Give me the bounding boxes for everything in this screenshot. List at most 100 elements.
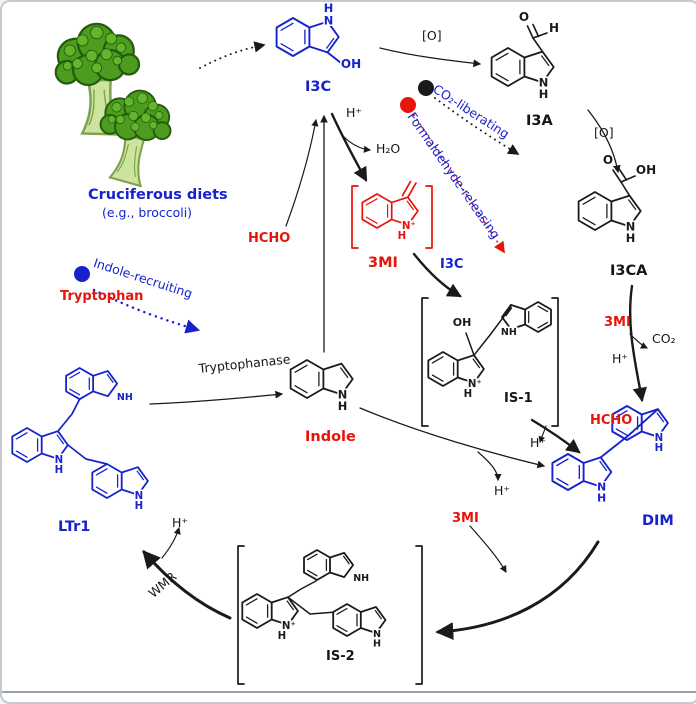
- formaldehyde-releasing-dot: [400, 97, 416, 113]
- atom-label-n: N: [655, 433, 664, 444]
- atom-label-h: H: [278, 631, 287, 642]
- double-bond: [495, 73, 509, 82]
- double-bond: [342, 555, 350, 565]
- atom-label-h: H: [549, 21, 559, 35]
- oxidation-label-1: [O]: [422, 28, 442, 43]
- bracket: [425, 185, 433, 249]
- carbonyl-double-bond: [617, 167, 628, 181]
- double-bond: [306, 569, 318, 577]
- double-bond: [340, 367, 349, 379]
- arrow-i3c-to-i3a: [379, 47, 482, 68]
- i3a-label: I3A: [526, 113, 553, 129]
- carbonyl-double-bond: [526, 25, 534, 39]
- arrow-hcho-to-i3c: [285, 118, 319, 227]
- double-bond: [365, 216, 378, 224]
- carbonyl-double-bond: [532, 23, 540, 38]
- cruciferous-diets-label: Cruciferous diets: [88, 187, 228, 203]
- double-bond: [336, 625, 348, 633]
- arrow-broccoli-to-i3c: [199, 41, 266, 69]
- atom-label-o: O: [519, 10, 529, 24]
- double-bond: [95, 486, 108, 494]
- double-bond: [15, 432, 28, 440]
- double-bond: [582, 217, 596, 226]
- atom-label-n: N: [324, 14, 334, 28]
- broccoli-floret-texture: [100, 48, 113, 61]
- stalk-line: [88, 89, 95, 126]
- double-bond: [505, 307, 513, 317]
- arrow-indole-recruiting: [92, 288, 201, 334]
- double-bond: [495, 52, 509, 61]
- ch2-link: [57, 398, 81, 433]
- broccoli-floret-texture: [105, 32, 118, 45]
- atom-label-h: H: [539, 87, 549, 101]
- pyrrole-ring: [329, 552, 354, 578]
- ch2oh-bond: [326, 51, 342, 64]
- structure-3mi: N⁺H: [351, 180, 433, 249]
- arrow-tryptophanase: [149, 390, 284, 405]
- pyrrole-ring: [610, 194, 642, 228]
- pyrrole-ring: [322, 362, 354, 396]
- double-bond: [69, 388, 81, 396]
- pyrrole-ring: [270, 596, 299, 626]
- broccoli-floret-texture: [147, 100, 158, 112]
- broccoli-floret-texture: [71, 58, 83, 70]
- h2o-label: H₂O: [376, 141, 401, 156]
- double-bond: [406, 200, 414, 211]
- methylene-double-bond: [401, 180, 412, 197]
- arrow-3mi-to-is1: [412, 252, 462, 298]
- double-bond: [136, 470, 145, 481]
- arrow-3mi-join-is2: [469, 525, 507, 573]
- double-bond: [336, 607, 348, 615]
- double-bond: [326, 37, 335, 49]
- double-bond: [56, 434, 65, 445]
- arrow-wmr: [142, 549, 232, 620]
- bracket: [237, 545, 245, 685]
- atom-label-nh: NH: [353, 573, 369, 584]
- atom-label-n: N: [373, 629, 381, 640]
- double-bond: [245, 616, 258, 624]
- i3ca-label: I3CA: [610, 263, 648, 279]
- indole-label: Indole: [305, 429, 356, 445]
- h-plus-label-1: H⁺: [346, 105, 362, 120]
- cho-bond: [532, 37, 544, 53]
- h-plus-label-4: H⁺: [494, 483, 510, 498]
- oxidation-label-2: [O]: [594, 125, 614, 140]
- double-bond: [15, 450, 28, 458]
- double-bond: [286, 600, 295, 611]
- double-bond: [106, 373, 114, 383]
- double-bond: [537, 321, 549, 329]
- is2-label: IS-2: [326, 649, 355, 664]
- h-plus-label-2: H⁺: [612, 351, 628, 366]
- atom-label-h: H: [626, 231, 636, 245]
- atom-label-oh: OH: [636, 163, 656, 177]
- ch2-link: [287, 580, 317, 598]
- atom-label-oh: OH: [341, 57, 361, 71]
- double-bond: [628, 199, 637, 211]
- broccoli-stalk: [108, 133, 146, 188]
- arrow-i3ca-to-dim: [628, 284, 647, 403]
- double-bond: [69, 371, 81, 379]
- arrow-co2-liberating: [434, 97, 520, 155]
- double-bond: [431, 374, 444, 382]
- double-bond: [656, 412, 665, 423]
- double-bond: [431, 356, 444, 364]
- atom-label-h: H: [324, 2, 334, 15]
- arrow-dim-to-is2: [435, 540, 600, 641]
- mi3-label-2: 3MI: [604, 315, 631, 330]
- pyrrole-ring: [308, 20, 340, 54]
- carbonyl-double-bond: [612, 169, 622, 183]
- structure-i3c: NH OH: [275, 2, 363, 73]
- i3c-label: I3C: [305, 79, 332, 95]
- h-plus-label-3: H⁺: [530, 435, 546, 450]
- atom-label-o: O: [603, 153, 613, 167]
- pyrrole-ring: [456, 354, 485, 384]
- broccoli-floret-texture: [111, 102, 122, 113]
- atom-label-n_plus: N⁺: [402, 221, 416, 232]
- atom-label-n: N: [55, 455, 64, 466]
- structure-indole: NH: [289, 359, 354, 414]
- double-bond: [582, 196, 596, 205]
